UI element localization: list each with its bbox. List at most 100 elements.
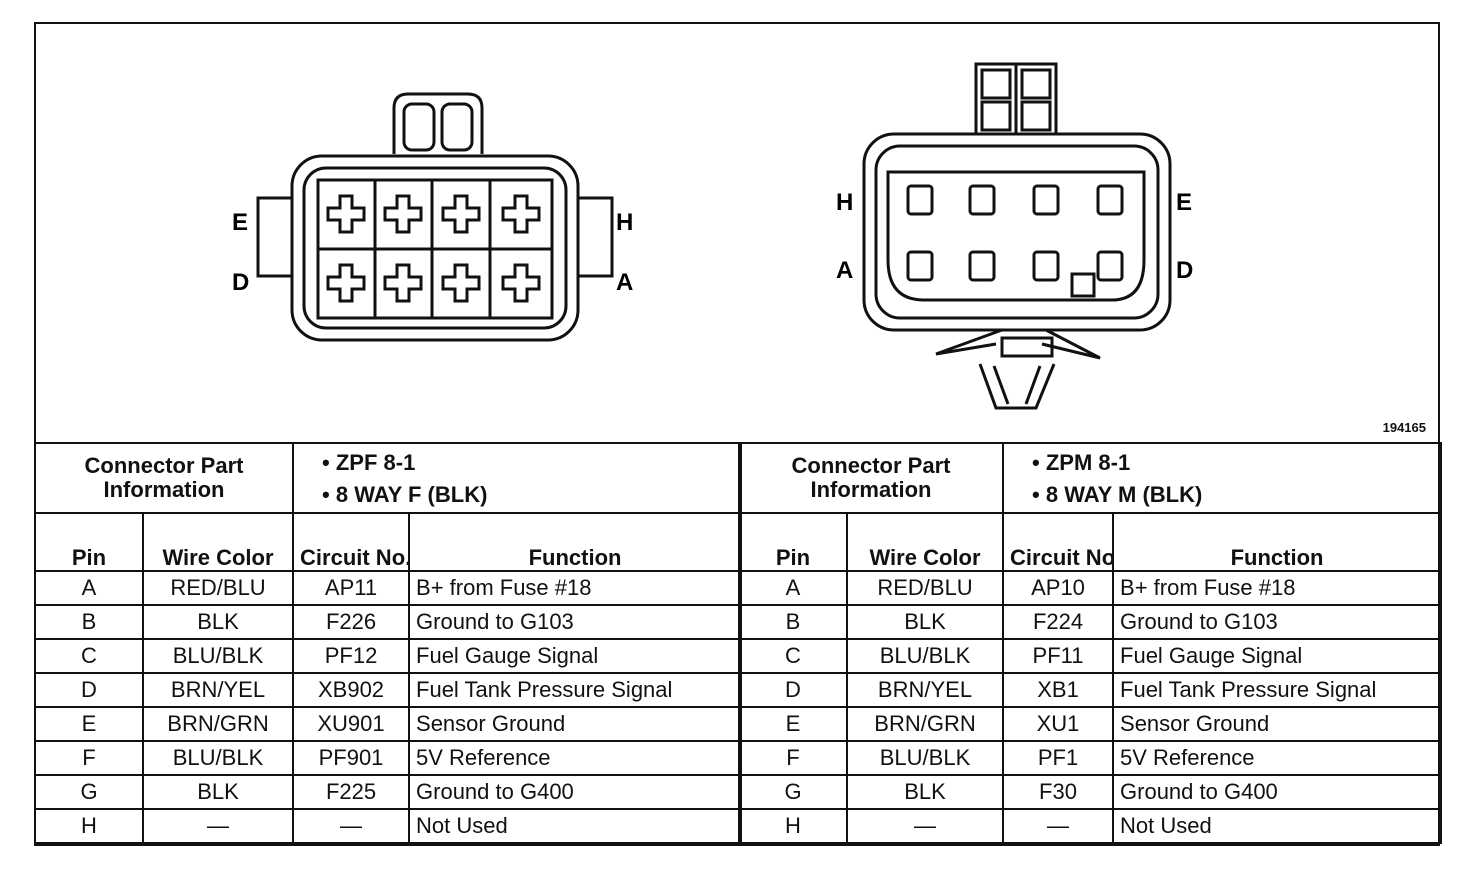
male-terminal-pins <box>906 184 1124 282</box>
pin-cell: B <box>34 604 144 640</box>
terminal-pin <box>1032 250 1060 282</box>
wire-color-cell: BLK <box>141 604 295 640</box>
circuit-cell: XU1 <box>1002 706 1115 742</box>
pin-cell: A <box>34 570 144 606</box>
pin-cell: D <box>738 672 848 708</box>
pin-cell: G <box>738 774 848 810</box>
pin-cell: A <box>738 570 848 606</box>
pin-label-d: D <box>232 269 249 296</box>
pin-label-d: D <box>1176 257 1193 284</box>
function-cell: Ground to G400 <box>408 774 743 810</box>
function-cell: Fuel Gauge Signal <box>1112 638 1443 674</box>
function-cell: B+ from Fuse #18 <box>408 570 743 606</box>
wire-color-column-header: Wire Color <box>141 512 295 572</box>
function-cell: Ground to G103 <box>1112 604 1443 640</box>
male-connector-pinout-table: Connector Part Information • ZPM 8-1 • 8… <box>737 442 1443 844</box>
connector-info-label: Connector Part Information <box>737 442 1005 514</box>
function-cell: Fuel Gauge Signal <box>408 638 743 674</box>
figure-number: 194165 <box>1382 420 1426 435</box>
circuit-cell: AP10 <box>1002 570 1115 606</box>
terminal-cavity <box>501 194 541 234</box>
wire-color-column-header: Wire Color <box>845 512 1005 572</box>
info-item: • ZPF 8-1 <box>322 450 416 475</box>
function-cell: Not Used <box>1112 808 1443 844</box>
terminal-pin <box>906 184 934 216</box>
connector-info-row: Connector Part Information • ZPF 8-1 • 8… <box>33 442 743 514</box>
pin-cell: H <box>34 808 144 844</box>
pin-cell: F <box>738 740 848 776</box>
function-cell: B+ from Fuse #18 <box>1112 570 1443 606</box>
circuit-no-column-header: Circuit No. <box>1002 512 1115 572</box>
column-header-row: Pin Wire Color Circuit No. Function <box>738 512 1443 572</box>
wire-color-cell: BLK <box>845 604 1005 640</box>
pin-cell: D <box>34 672 144 708</box>
circuit-cell: F225 <box>292 774 411 810</box>
terminal-pin <box>1096 184 1124 216</box>
column-header-row: Pin Wire Color Circuit No. Function <box>34 512 743 572</box>
terminal-pin <box>968 250 996 282</box>
function-cell: Sensor Ground <box>408 706 743 742</box>
circuit-cell: F224 <box>1002 604 1115 640</box>
circuit-cell: PF11 <box>1002 638 1115 674</box>
function-cell: Not Used <box>408 808 743 844</box>
terminal-pin <box>906 250 934 282</box>
wire-color-cell: BLU/BLK <box>845 740 1005 776</box>
function-cell: Sensor Ground <box>1112 706 1443 742</box>
wire-color-cell: BRN/YEL <box>141 672 295 708</box>
wire-color-cell: BRN/GRN <box>141 706 295 742</box>
pin-label-e: E <box>1176 189 1192 216</box>
pin-label-a: A <box>616 269 633 296</box>
pin-label-a: A <box>836 257 853 284</box>
wire-color-cell: — <box>845 808 1005 844</box>
circuit-cell: AP11 <box>292 570 411 606</box>
pin-label-h: H <box>616 209 633 236</box>
pin-label-h: H <box>836 189 853 216</box>
connector-illustrations: E D H A <box>232 62 1193 410</box>
info-item: • 8 WAY F (BLK) <box>322 482 488 507</box>
circuit-cell: XU901 <box>292 706 411 742</box>
circuit-cell: PF901 <box>292 740 411 776</box>
pin-cell: C <box>34 638 144 674</box>
terminal-cavity <box>441 194 481 234</box>
pin-cell: C <box>738 638 848 674</box>
pin-cell: F <box>34 740 144 776</box>
circuit-cell: PF1 <box>1002 740 1115 776</box>
function-cell: Fuel Tank Pressure Signal <box>408 672 743 708</box>
circuit-cell: — <box>292 808 411 844</box>
terminal-pin <box>1032 184 1060 216</box>
circuit-cell: PF12 <box>292 638 411 674</box>
function-cell: 5V Reference <box>1112 740 1443 776</box>
pin-column-header: Pin <box>738 512 848 572</box>
circuit-cell: F226 <box>292 604 411 640</box>
function-cell: Ground to G400 <box>1112 774 1443 810</box>
wire-color-cell: — <box>141 808 295 844</box>
wire-color-cell: BLU/BLK <box>141 638 295 674</box>
wire-color-cell: RED/BLU <box>141 570 295 606</box>
wire-color-cell: BLU/BLK <box>845 638 1005 674</box>
terminal-cavity <box>501 263 541 303</box>
pin-cell: E <box>34 706 144 742</box>
connector-info-row: Connector Part Information • ZPM 8-1 • 8… <box>737 442 1443 514</box>
circuit-cell: XB902 <box>292 672 411 708</box>
terminal-cavity <box>326 194 366 234</box>
wire-color-cell: BRN/GRN <box>845 706 1005 742</box>
circuit-cell: — <box>1002 808 1115 844</box>
function-cell: Fuel Tank Pressure Signal <box>1112 672 1443 708</box>
terminal-cavity <box>326 263 366 303</box>
circuit-cell: XB1 <box>1002 672 1115 708</box>
function-cell: 5V Reference <box>408 740 743 776</box>
function-cell: Ground to G103 <box>408 604 743 640</box>
connector-diagram-area: E D H A <box>36 24 1438 444</box>
